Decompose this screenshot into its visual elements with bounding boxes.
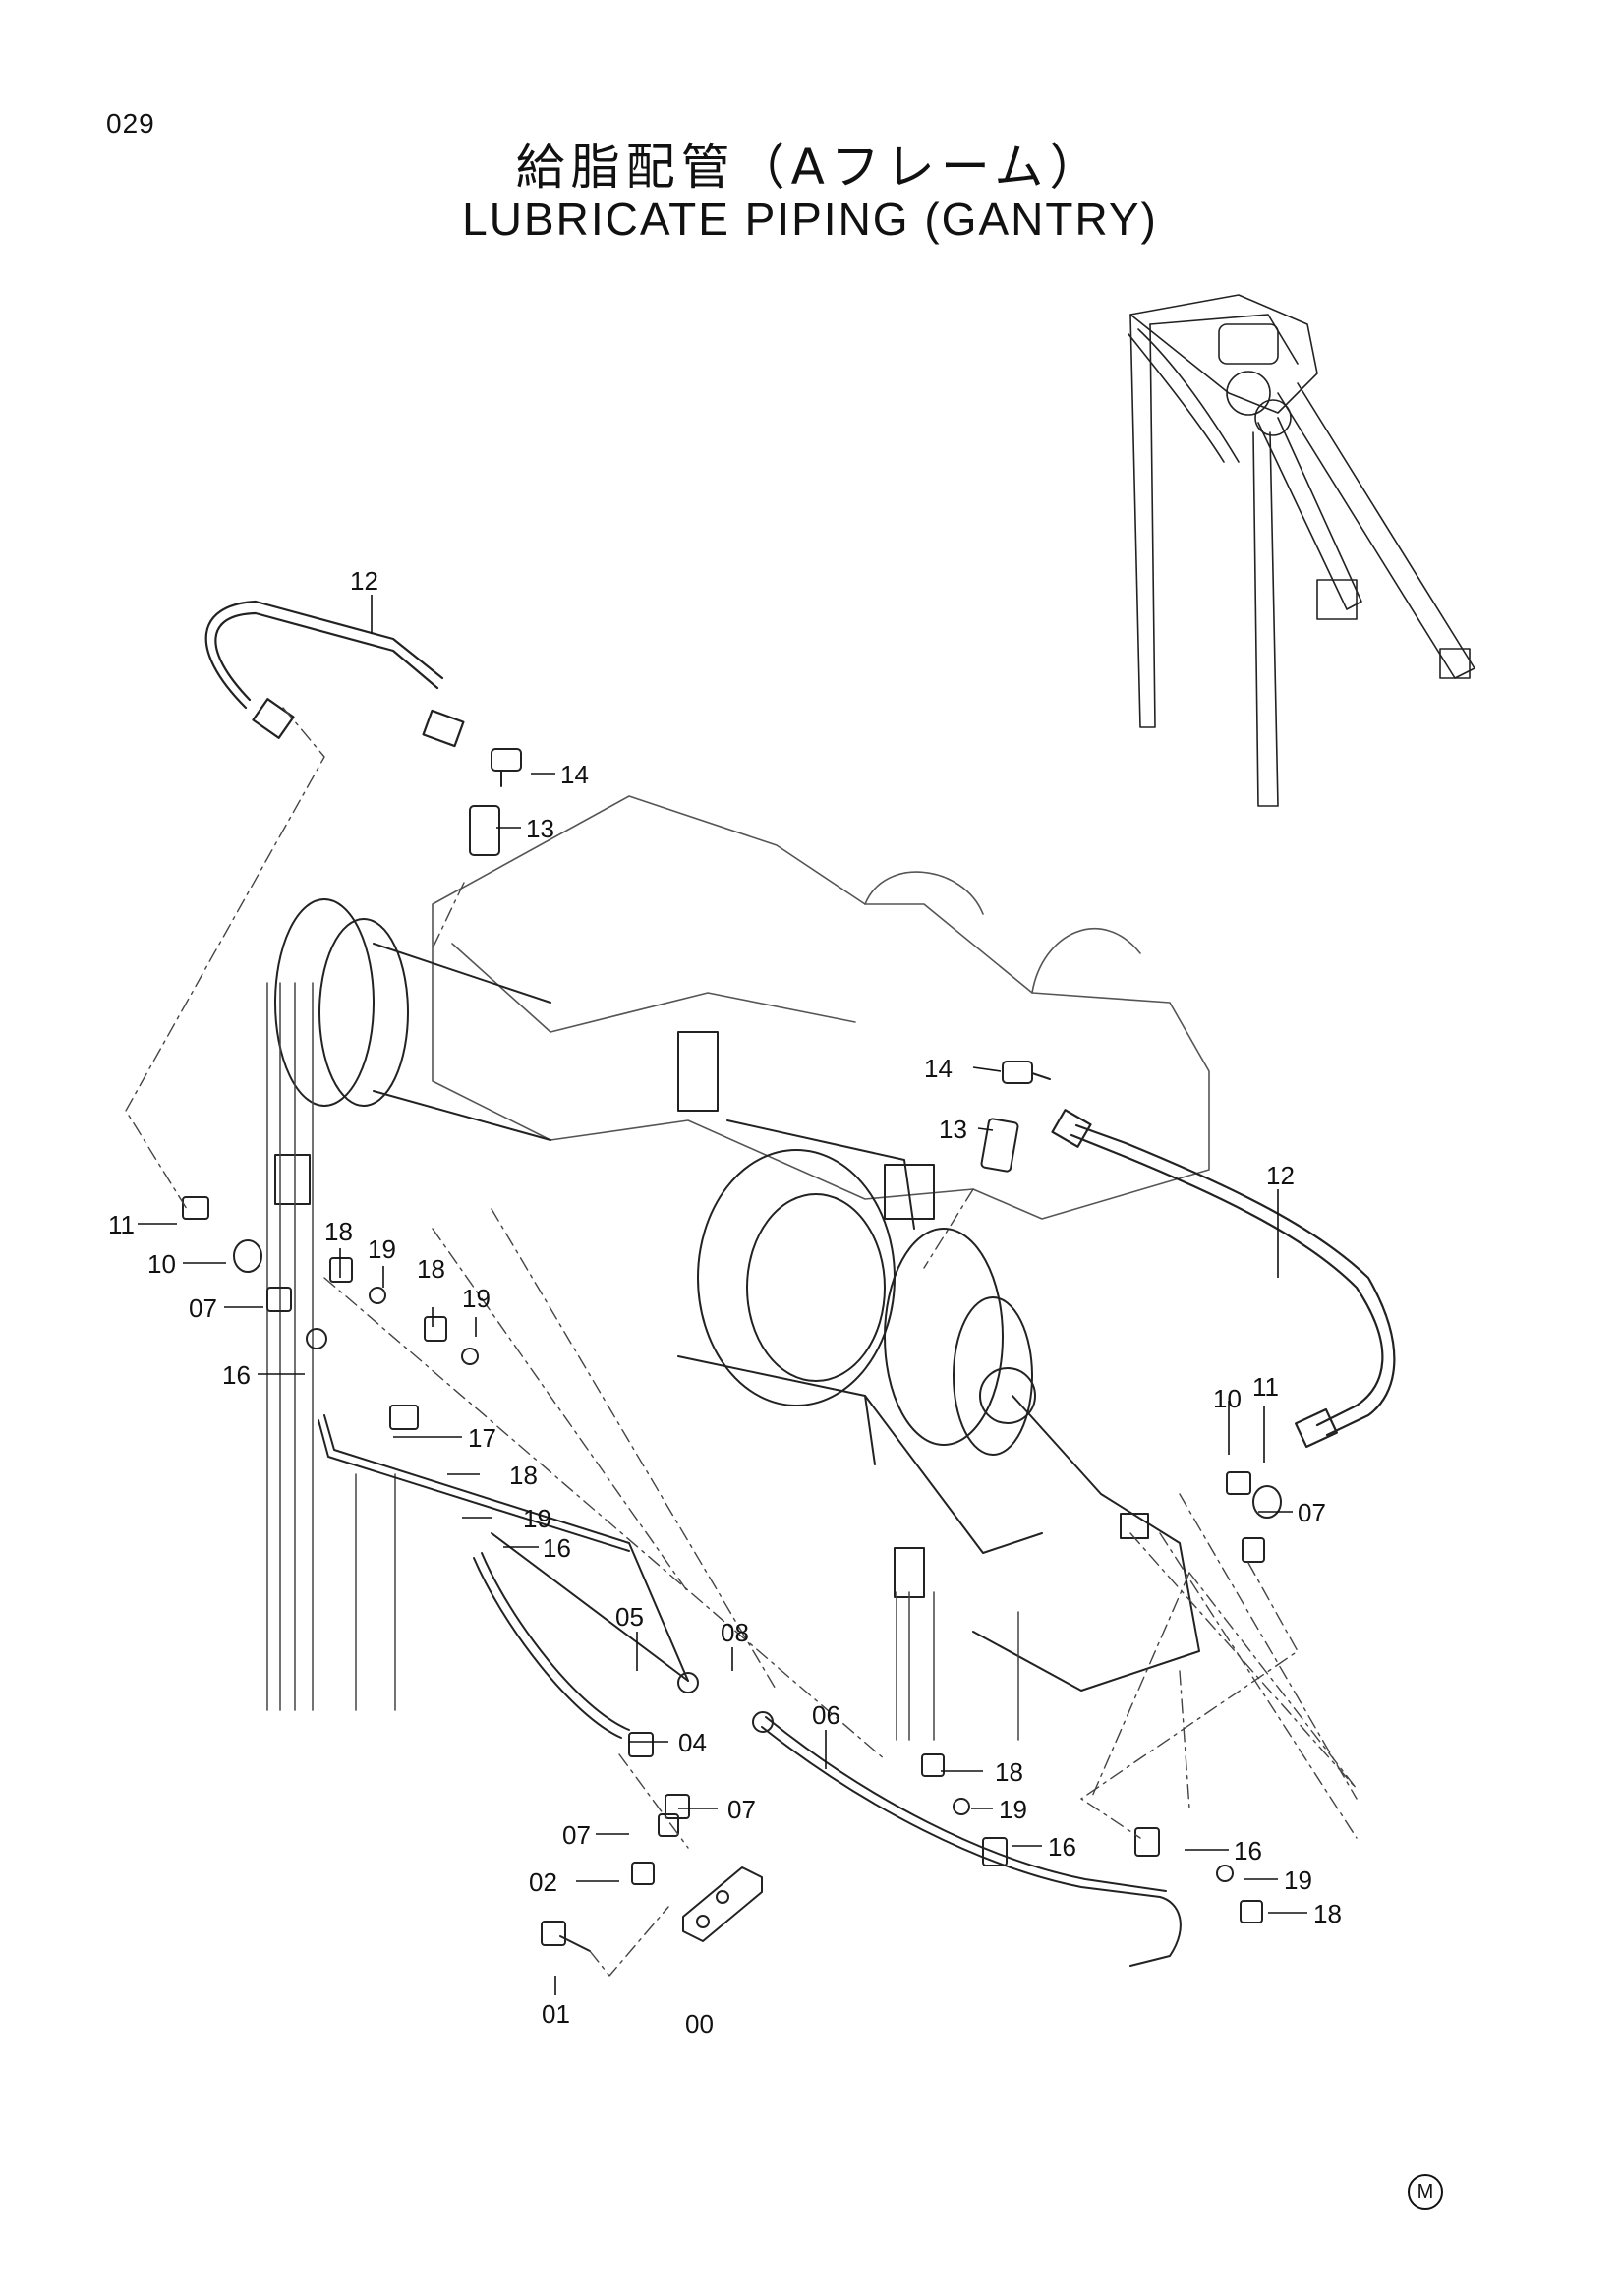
callout-c14b: 14: [924, 1054, 953, 1083]
callout-c13b: 13: [939, 1115, 967, 1144]
callout-c02: 02: [529, 1867, 557, 1897]
fittings-right: [921, 1471, 1282, 1923]
title-japanese: 給脂配管（Aフレーム）: [515, 139, 1105, 196]
callout-c12b: 12: [1266, 1161, 1295, 1190]
callout-c19a: 19: [368, 1234, 396, 1264]
callout-c11a: 11: [108, 1210, 135, 1239]
callout-c07c: 07: [562, 1820, 591, 1850]
shaft-and-sheaves: [274, 898, 1200, 1692]
callout-c01: 01: [542, 1999, 570, 2029]
callout-c18e: 18: [1313, 1899, 1342, 1928]
callout-c16c: 16: [1048, 1832, 1076, 1862]
callout-c11b: 11: [1252, 1372, 1279, 1402]
frame-legs: [266, 982, 1019, 1741]
page-number: 029: [106, 108, 155, 139]
callout-labels: 1214131110071618191819171819160508060407…: [108, 566, 1342, 2038]
inset-overview-illustration: [1128, 294, 1475, 807]
callout-c13a: 13: [526, 814, 554, 843]
callout-c18d: 18: [995, 1757, 1023, 1787]
callout-c00: 00: [685, 2009, 714, 2038]
callout-c18b: 18: [417, 1254, 445, 1284]
callout-c04: 04: [678, 1728, 707, 1757]
callout-c07a: 07: [189, 1293, 217, 1323]
fittings-left: [182, 1196, 479, 1365]
callout-leaders: [138, 595, 1307, 1995]
phantom-lines: [125, 707, 1358, 1977]
callout-c16b: 16: [543, 1533, 571, 1563]
callout-c19c: 19: [523, 1504, 551, 1533]
callout-c08: 08: [721, 1618, 749, 1647]
callout-c18c: 18: [509, 1461, 538, 1490]
hose-12-left: [204, 600, 465, 748]
callout-c10b: 10: [1213, 1384, 1242, 1413]
title-english: LUBRICATE PIPING (GANTRY): [462, 194, 1158, 245]
callout-c19b: 19: [462, 1284, 491, 1313]
block-and-fittings-bottom: [541, 1732, 763, 1952]
hose-12-right: [1051, 1109, 1396, 1449]
pipes-lower: [318, 1405, 1182, 1967]
callout-c16d: 16: [1234, 1836, 1262, 1866]
callout-c19e: 19: [1284, 1866, 1312, 1895]
callout-c05: 05: [615, 1602, 644, 1632]
gantry-body: [432, 795, 1210, 1220]
manufacturer-mark: M: [1408, 2174, 1443, 2210]
callout-c18a: 18: [324, 1217, 353, 1246]
callout-c07b: 07: [727, 1795, 756, 1824]
callout-c16a: 16: [222, 1360, 251, 1390]
fittings-upper: [469, 748, 1051, 1173]
callout-c19d: 19: [999, 1795, 1027, 1824]
callout-c17: 17: [468, 1423, 496, 1453]
callout-c14a: 14: [560, 760, 589, 789]
callout-c12a: 12: [350, 566, 378, 596]
callout-c07d: 07: [1298, 1498, 1326, 1527]
callout-c10a: 10: [147, 1249, 176, 1279]
callout-c06: 06: [812, 1700, 840, 1730]
